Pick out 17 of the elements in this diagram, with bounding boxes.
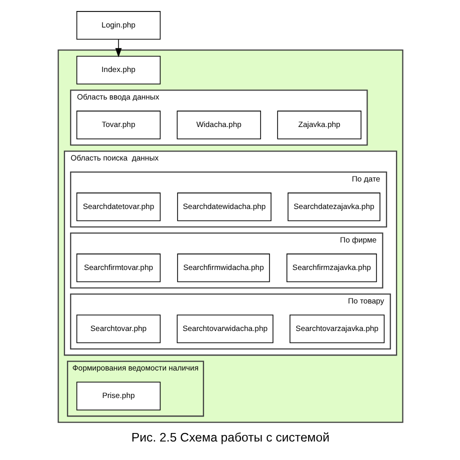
node-box: Searchfirmtovar.php xyxy=(76,254,160,282)
node-box: Searchdatewidacha.php xyxy=(176,192,271,222)
node-box: Searchtovarwidacha.php xyxy=(176,314,273,344)
node-box: Searchdatetovar.php xyxy=(76,192,160,222)
caption: Рис. 2.5 Схема работы с системой xyxy=(130,430,330,444)
node-box: Searchtovar.php xyxy=(76,314,160,344)
node-box: Searchdatezajavka.php xyxy=(287,192,380,222)
node-box: Zajavka.php xyxy=(276,110,361,140)
node-box: Widacha.php xyxy=(176,110,260,140)
arrow xyxy=(114,38,122,58)
node-box: Searchfirmzajavka.php xyxy=(286,254,376,282)
node-box: Prise.php xyxy=(76,382,160,410)
node-box: Searchtovarzajavka.php xyxy=(289,314,384,344)
node-box: Searchfirmwidacha.php xyxy=(176,254,270,282)
node-box: Login.php xyxy=(76,11,160,40)
node-box: Tovar.php xyxy=(76,110,160,140)
node-box: Index.php xyxy=(76,56,160,84)
